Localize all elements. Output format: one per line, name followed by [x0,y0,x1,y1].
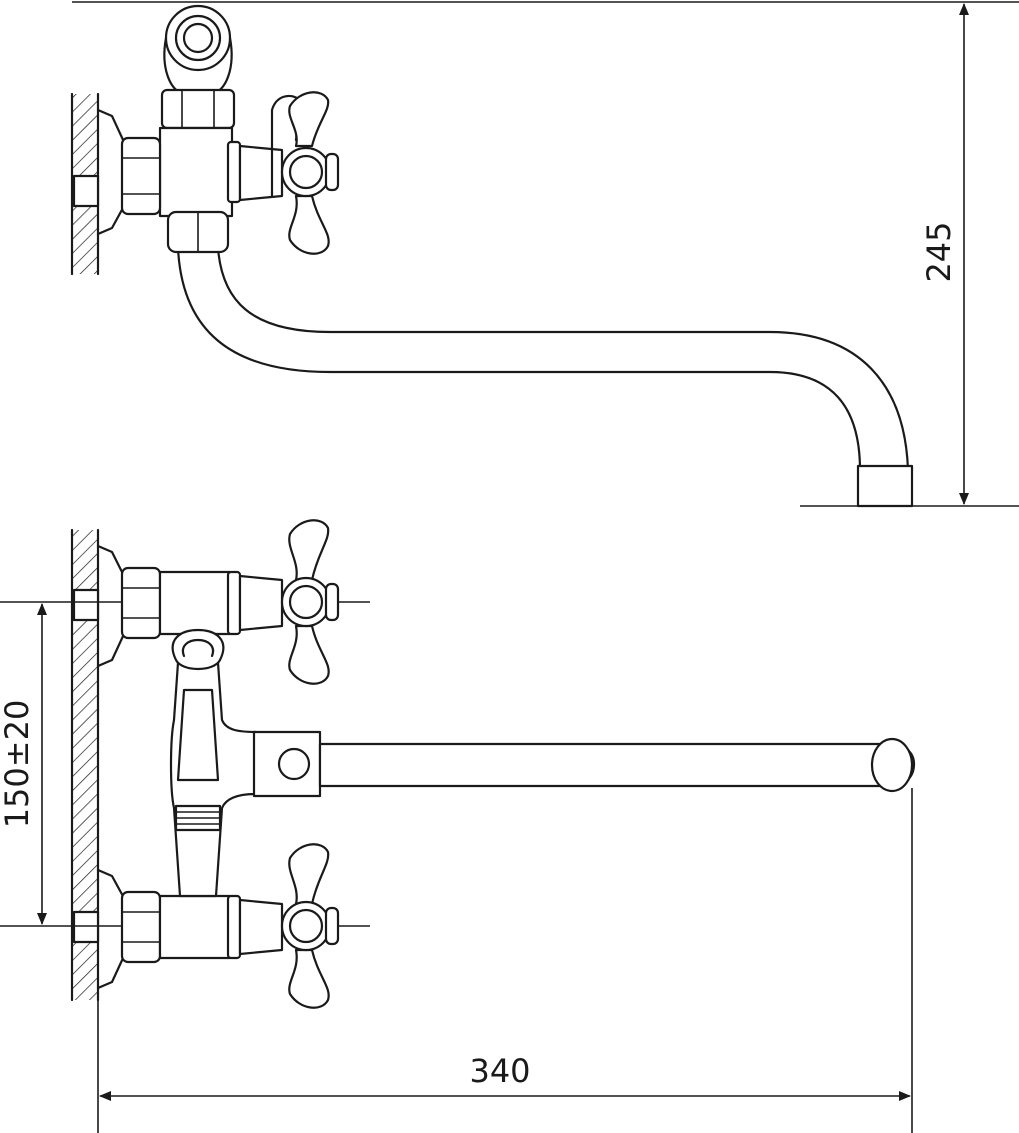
cross-handle-side [280,91,340,255]
top-nut-side [160,88,236,130]
spout-side [176,246,862,472]
aerator-side [856,464,914,508]
dimension-length-label: 340 [469,1052,530,1090]
front-view: 150±20 340 [0,519,916,1133]
eccentric-nut-side [120,136,162,216]
upper-valve-front [120,519,340,685]
side-view: 245 [70,1,1019,508]
dimension-spacing-label: 150±20 [0,700,36,829]
lower-valve-front [120,843,340,1009]
dimension-height-label: 245 [920,221,958,282]
mixer-body-side [158,126,234,218]
spout-front [318,742,916,788]
